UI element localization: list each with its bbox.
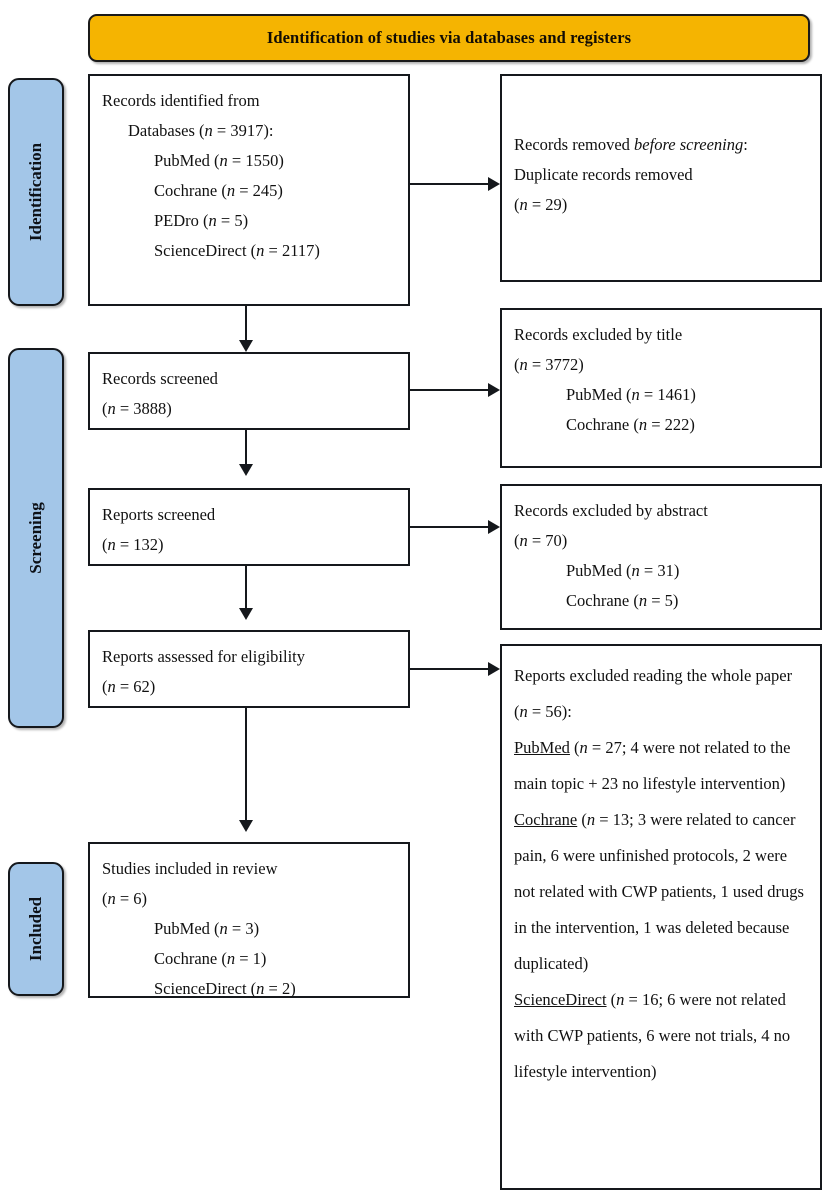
stage-pill-screening: Screening	[8, 348, 64, 728]
connector-reports-screened-to-eligibility	[245, 566, 248, 608]
box-line: PubMed (n = 3)	[154, 919, 260, 938]
header-banner: Identification of studies via databases …	[88, 14, 810, 62]
box-studies-included: Studies included in review (n = 6) PubMe…	[88, 842, 410, 998]
box-line: (n = 3888)	[102, 399, 172, 418]
box-line: PEDro (n = 5)	[154, 211, 249, 230]
box-line: Databases (n = 3917):	[128, 121, 274, 140]
box-line: (n = 3772)	[514, 355, 584, 374]
box-line: Records removed before screening:	[514, 135, 748, 154]
pubmed-detail: (n = 27; 4 were not related to the main …	[514, 738, 791, 793]
pubmed-heading: PubMed	[514, 738, 570, 757]
box-line-pubmed: PubMed (n = 27; 4 were not related to th…	[514, 730, 808, 802]
connector-eligibility-to-excluded-whole	[410, 668, 488, 671]
box-line: Records identified from	[102, 91, 260, 110]
box-reports-screened: Reports screened (n = 132)	[88, 488, 410, 566]
connector-eligibility-to-included	[245, 708, 248, 820]
sciencedirect-heading: ScienceDirect	[514, 990, 607, 1009]
box-line: Records excluded by abstract	[514, 501, 708, 520]
box-line: Reports screened	[102, 505, 216, 524]
stage-label-screening: Screening	[26, 502, 45, 574]
arrowhead-eligibility-to-excluded-whole	[488, 661, 500, 676]
stage-pill-identification: Identification	[8, 78, 64, 306]
arrowhead-identified-to-records-screened	[238, 340, 253, 352]
box-records-excluded-by-title: Records excluded by title (n = 3772) Pub…	[500, 308, 822, 468]
box-line: Cochrane (n = 222)	[566, 415, 695, 434]
box-line: ScienceDirect (n = 2117)	[154, 241, 320, 260]
box-line: Cochrane (n = 1)	[154, 949, 267, 968]
box-records-removed: Records removed before screening: Duplic…	[500, 74, 822, 282]
connector-identified-to-removed	[410, 183, 488, 186]
connector-records-screened-to-excluded-title	[410, 389, 488, 392]
box-reports-assessed-for-eligibility: Reports assessed for eligibility (n = 62…	[88, 630, 410, 708]
box-line: (n = 6)	[102, 889, 148, 908]
connector-reports-screened-to-excluded-abstract	[410, 526, 488, 529]
box-line: (n = 132)	[102, 535, 164, 554]
box-line: PubMed (n = 31)	[566, 561, 680, 580]
arrowhead-reports-screened-to-eligibility	[238, 608, 253, 620]
connector-identified-to-records-screened	[245, 306, 248, 340]
stage-label-included: Included	[26, 896, 45, 962]
stage-pill-included: Included	[8, 862, 64, 996]
arrowhead-identified-to-removed	[488, 176, 500, 191]
box-line: (n = 70)	[514, 531, 568, 550]
box-line: ScienceDirect (n = 2)	[154, 979, 296, 998]
box-line: PubMed (n = 1461)	[566, 385, 696, 404]
box-line: (n = 29)	[514, 195, 568, 214]
arrowhead-records-screened-to-reports-screened	[238, 464, 253, 476]
box-line-sciencedirect: ScienceDirect (n = 16; 6 were not relate…	[514, 982, 808, 1090]
cochrane-detail: (n = 13; 3 were related to cancer pain, …	[514, 810, 804, 973]
box-reports-excluded-whole-paper: Reports excluded reading the whole paper…	[500, 644, 822, 1190]
box-line: Studies included in review	[102, 859, 278, 878]
box-line: Duplicate records removed	[514, 165, 693, 184]
sciencedirect-detail: (n = 16; 6 were not related with CWP pat…	[514, 990, 791, 1081]
header-title: Identification of studies via databases …	[266, 28, 632, 47]
box-line: Records excluded by title	[514, 325, 683, 344]
cochrane-heading: Cochrane	[514, 810, 578, 829]
box-line-cochrane: Cochrane (n = 13; 3 were related to canc…	[514, 802, 808, 982]
arrowhead-reports-screened-to-excluded-abstract	[488, 519, 500, 534]
box-line: Cochrane (n = 245)	[154, 181, 283, 200]
box-records-identified: Records identified from Databases (n = 3…	[88, 74, 410, 306]
connector-records-screened-to-reports-screened	[245, 430, 248, 464]
arrowhead-eligibility-to-included	[238, 820, 253, 832]
box-line: Records screened	[102, 369, 218, 388]
box-line: PubMed (n = 1550)	[154, 151, 284, 170]
stage-label-identification: Identification	[26, 142, 45, 242]
arrowhead-records-screened-to-excluded-title	[488, 382, 500, 397]
box-line: Reports assessed for eligibility	[102, 647, 306, 666]
box-line-intro: Reports excluded reading the whole paper…	[514, 666, 793, 721]
box-line: (n = 62)	[102, 677, 156, 696]
box-records-excluded-by-abstract: Records excluded by abstract (n = 70) Pu…	[500, 484, 822, 630]
box-records-screened: Records screened (n = 3888)	[88, 352, 410, 430]
box-line: Cochrane (n = 5)	[566, 591, 679, 610]
